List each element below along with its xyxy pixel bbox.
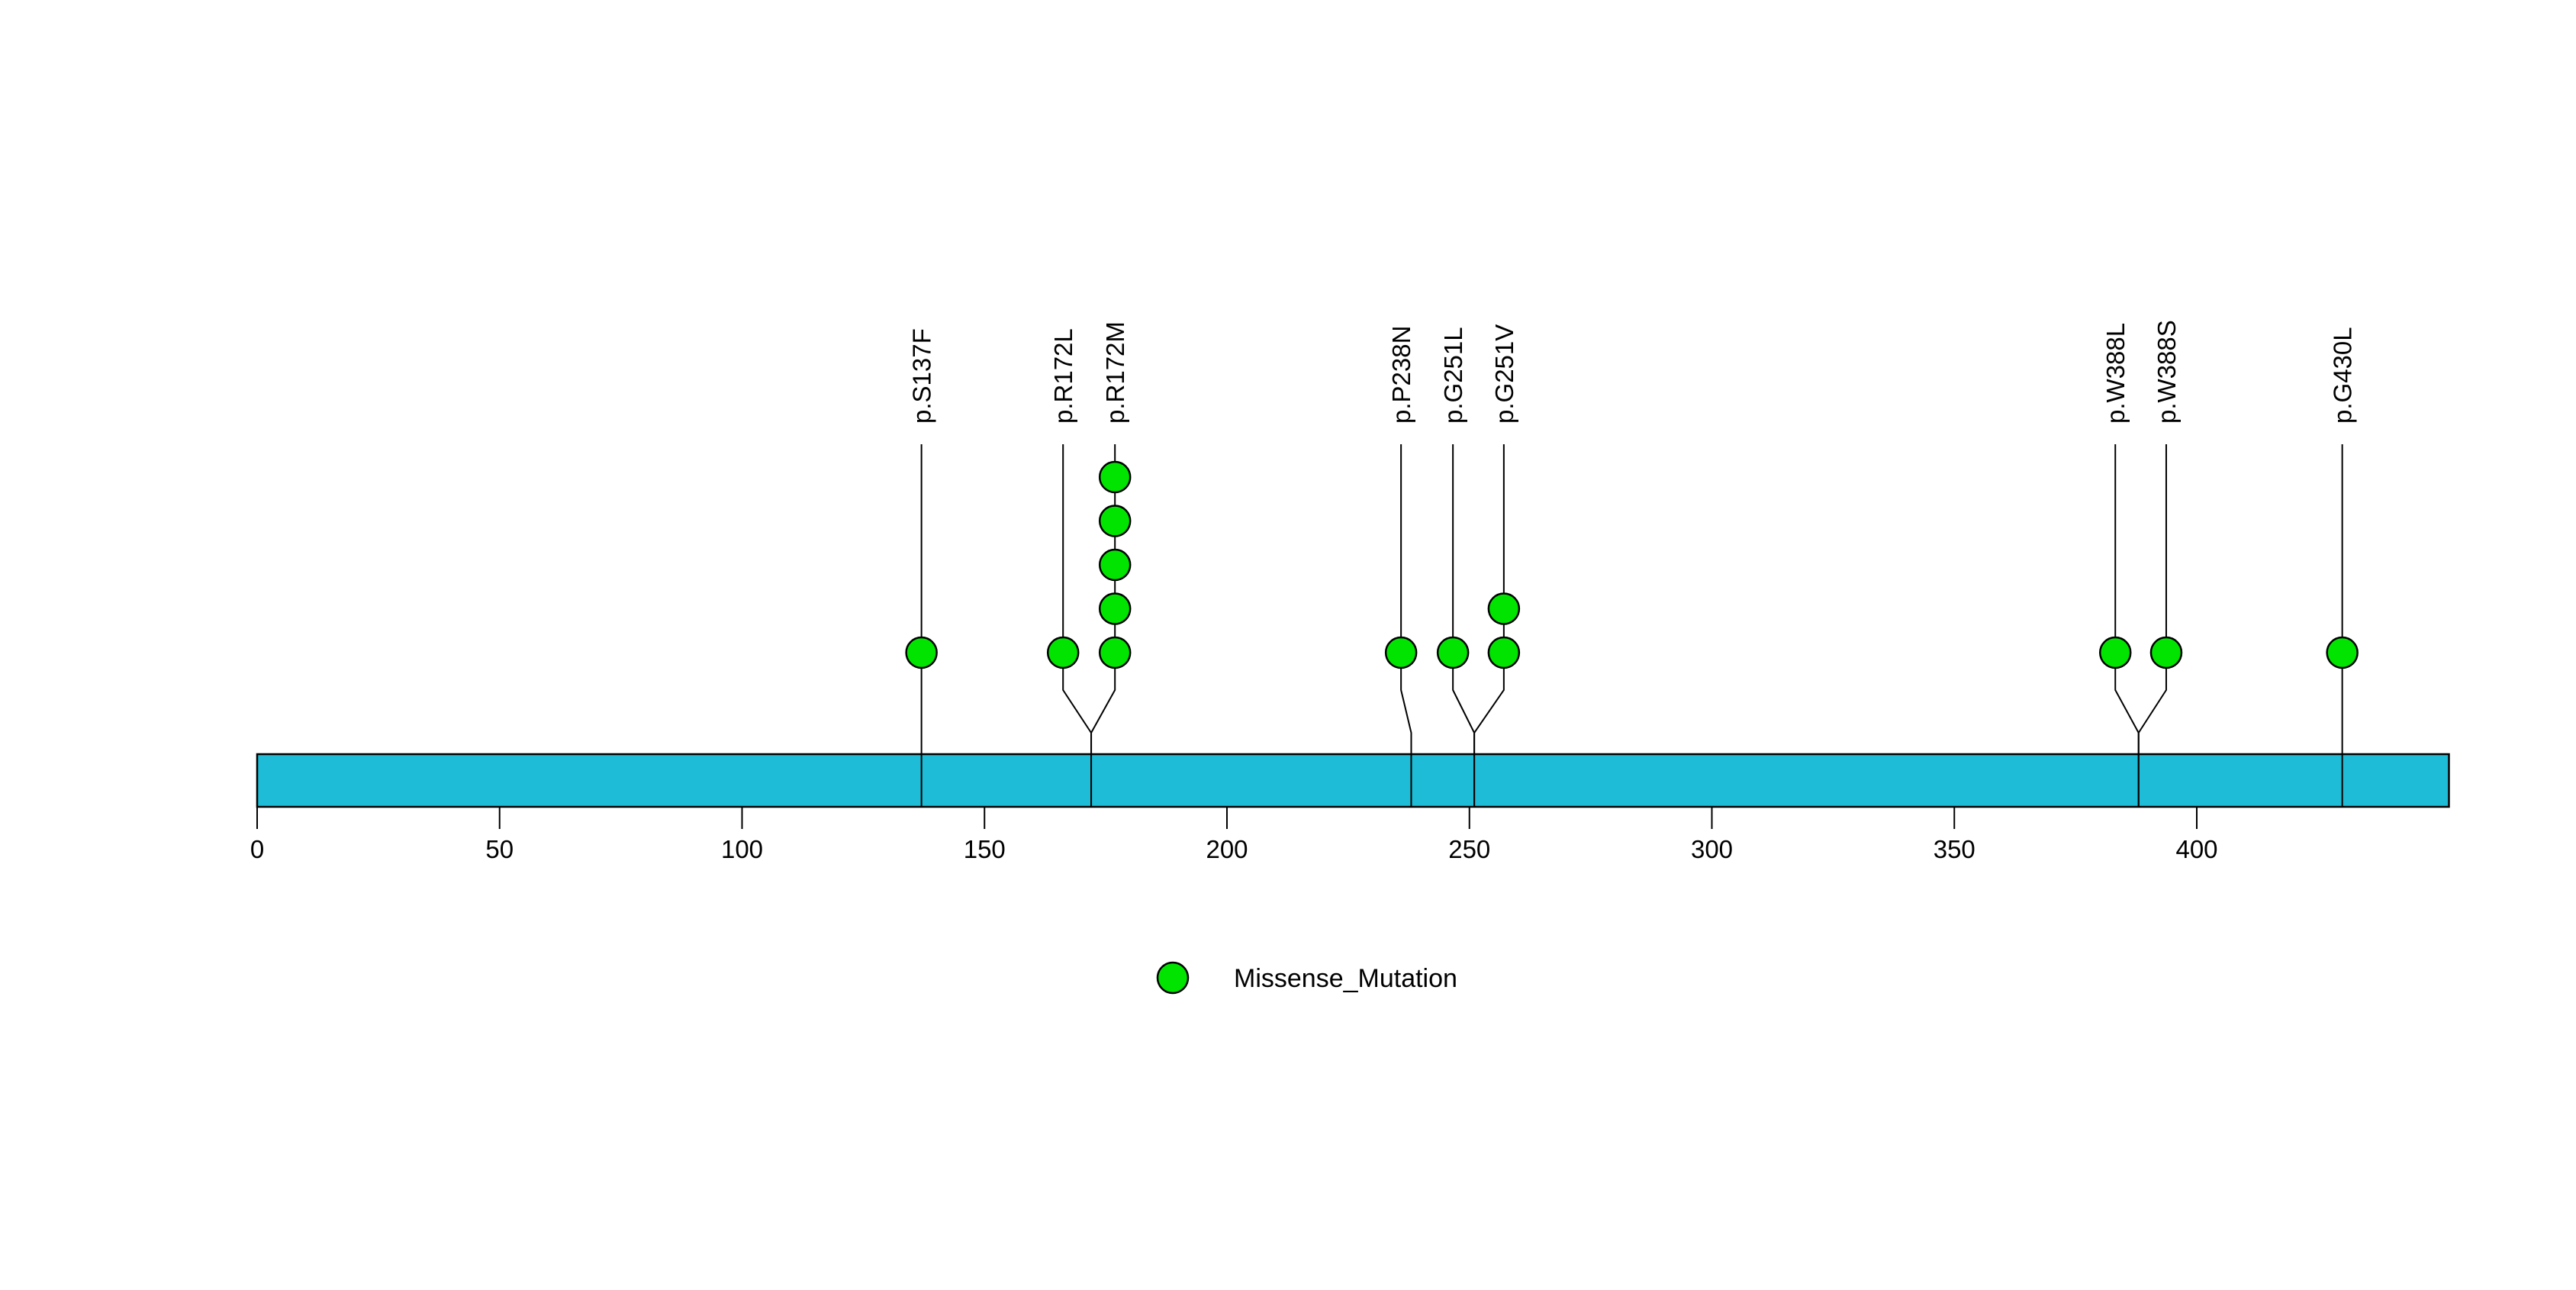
axis-tick-label: 200 — [1206, 835, 1248, 863]
axis-tick-label: 150 — [964, 835, 1006, 863]
plot-content: 0 50 100 150 200 250 300 350 400 p.S137F p.R172L p.… — [250, 320, 2450, 863]
mutation-stem — [1062, 444, 1093, 807]
mutation-circle — [2326, 636, 2359, 669]
axis-tick-label: 250 — [1448, 835, 1490, 863]
mutation-label: p.W388S — [2153, 320, 2181, 424]
mutation-circle — [1487, 636, 1521, 669]
axis-tick-label: 100 — [721, 835, 763, 863]
mutation-circle — [905, 636, 938, 669]
mutation-label: p.S137F — [908, 328, 936, 424]
mutation-circle — [1046, 636, 1080, 669]
mutation-label: p.G251V — [1490, 324, 1518, 424]
mutation-label: p.G430L — [2329, 327, 2357, 424]
mutation-circle — [1384, 636, 1418, 669]
mutation-stem — [1090, 444, 1116, 807]
mutation-circle — [1098, 505, 1132, 537]
mutation-label: p.G251L — [1439, 327, 1467, 424]
axis-tick-label: 0 — [250, 835, 264, 863]
mutation-stem — [2137, 444, 2167, 807]
axis-tick-label: 50 — [485, 835, 514, 863]
mutation-circle — [1098, 592, 1132, 625]
axis-tick-label: 350 — [1934, 835, 1975, 863]
mutation-label: p.R172L — [1049, 328, 1077, 424]
mutation-label: p.R172M — [1101, 321, 1129, 424]
mutation-circle — [1098, 460, 1132, 494]
mutation-circle — [1487, 592, 1521, 625]
legend-label: Missense_Mutation — [1234, 964, 1457, 993]
mutation-label: p.P238N — [1387, 326, 1415, 424]
mutation-circle — [1098, 636, 1132, 669]
mutation-stem — [1400, 444, 1412, 807]
mutation-circle — [2149, 636, 2183, 669]
mutation-stem — [1452, 444, 1476, 807]
mutation-stem — [2114, 444, 2140, 807]
mutation-circle — [1436, 636, 1470, 669]
legend: Missense_Mutation — [1156, 961, 1457, 995]
mutation-label: p.W388L — [2101, 323, 2130, 424]
axis-tick-label: 400 — [2175, 835, 2217, 863]
legend-swatch-missense-mutation — [1156, 961, 1190, 995]
mutation-circle — [1098, 548, 1132, 582]
protein-bar — [256, 753, 2450, 808]
mutation-circle — [2098, 636, 2132, 669]
axis-tick-label: 300 — [1691, 835, 1733, 863]
mutation-stem — [1473, 444, 1505, 807]
